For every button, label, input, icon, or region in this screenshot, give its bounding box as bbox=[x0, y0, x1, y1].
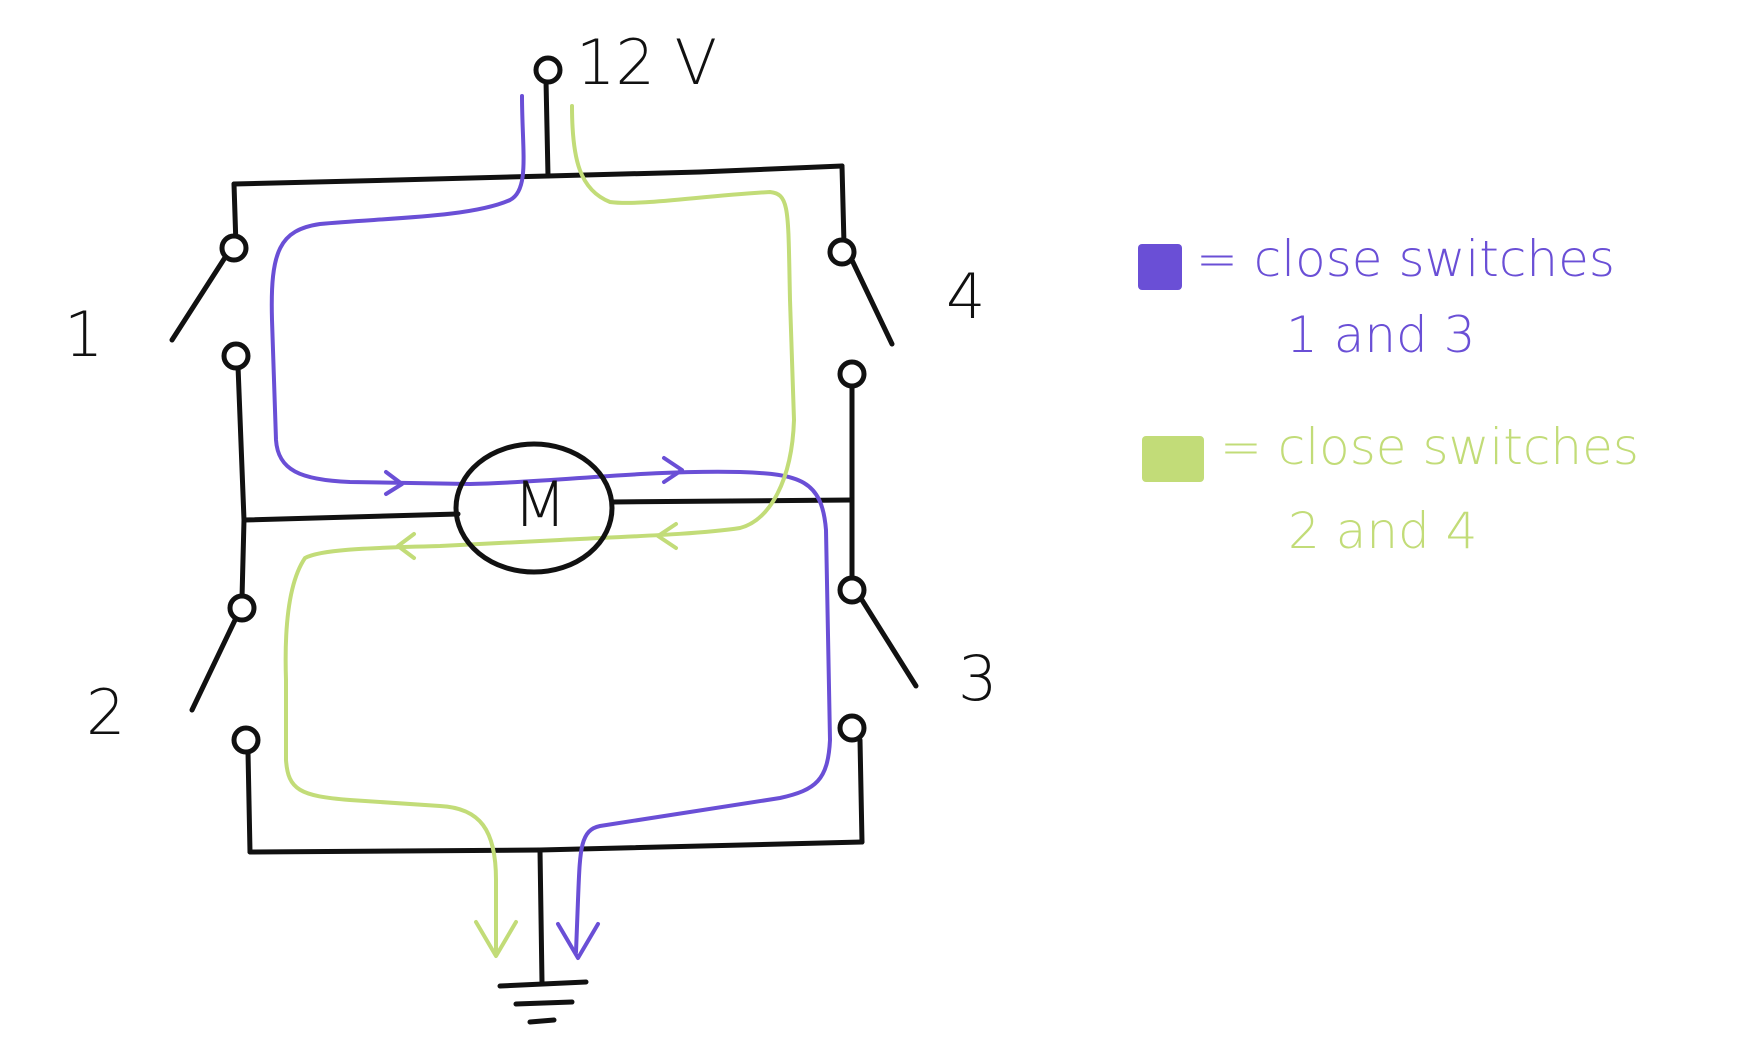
switch-4-label: 4 bbox=[946, 260, 985, 333]
top-rail bbox=[231, 163, 845, 187]
supply-label: 12 V bbox=[576, 26, 717, 99]
bottom-rail bbox=[247, 839, 865, 855]
middle-rail-right bbox=[609, 497, 855, 505]
switch-4-bottom-terminal bbox=[837, 359, 867, 389]
switch-1-bottom-terminal bbox=[221, 341, 251, 371]
ground-wire bbox=[537, 847, 545, 985]
legend-green-line2: 2 and 4 bbox=[1288, 502, 1477, 560]
switch-1-top-terminal bbox=[219, 233, 249, 263]
switch-1-blade bbox=[169, 253, 229, 343]
motor-body bbox=[453, 441, 615, 575]
middle-rail-left bbox=[241, 511, 461, 523]
switch-3-bottom-terminal bbox=[837, 713, 867, 743]
switch-3-label: 3 bbox=[958, 642, 997, 715]
switch-4-top-terminal bbox=[827, 237, 857, 267]
switch-2-blade bbox=[189, 615, 239, 713]
switch-4-blade bbox=[847, 253, 895, 347]
purple-current-path bbox=[269, 94, 832, 960]
switch-2-bottom-terminal bbox=[231, 725, 261, 755]
supply-wire bbox=[543, 77, 551, 179]
legend: = close switches 1 and 3 = close switche… bbox=[1138, 230, 1639, 560]
legend-purple-line1: = close switches bbox=[1196, 230, 1615, 288]
right-top-leg bbox=[839, 163, 847, 247]
left-mid-leg bbox=[235, 363, 247, 523]
motor: M bbox=[453, 441, 615, 575]
legend-green-swatch bbox=[1142, 436, 1204, 482]
terminals bbox=[219, 55, 867, 755]
right-bottom-leg bbox=[857, 737, 865, 845]
switch-1-label: 1 bbox=[64, 298, 103, 371]
switch-2-label: 2 bbox=[86, 676, 125, 749]
left-lower-leg bbox=[239, 517, 247, 601]
green-current-path bbox=[283, 104, 796, 958]
legend-green-line1: = close switches bbox=[1220, 418, 1639, 476]
ground-symbol bbox=[497, 979, 589, 1025]
legend-purple-swatch bbox=[1138, 244, 1182, 290]
legend-purple-line2: 1 and 3 bbox=[1286, 306, 1475, 364]
supply-terminal bbox=[533, 55, 563, 85]
left-bottom-leg bbox=[245, 749, 253, 855]
switch-3-blade bbox=[859, 597, 919, 689]
switch-2-top-terminal bbox=[227, 593, 257, 623]
motor-label: M bbox=[513, 468, 567, 541]
circuit-wiring bbox=[169, 77, 919, 1025]
switch-3-top-terminal bbox=[837, 575, 867, 605]
